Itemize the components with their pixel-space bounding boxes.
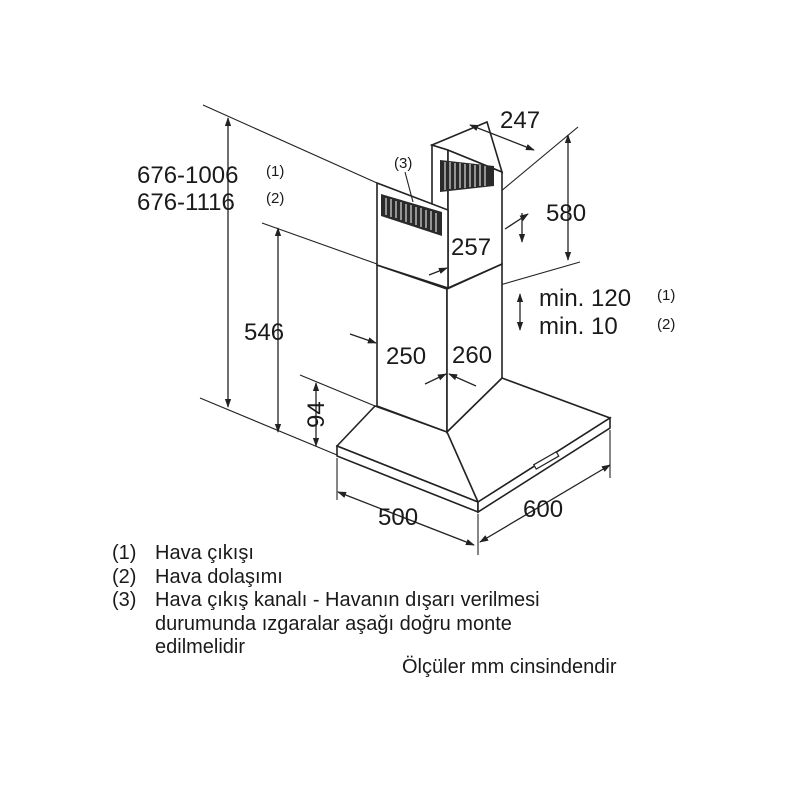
legend-item-3: (3) Hava çıkış kanalı - Havanın dışarı v… (112, 589, 712, 613)
upper-duct-width-arrow (428, 267, 448, 276)
upper-duct-width-label: 257 (451, 234, 491, 261)
units-note: Ölçüler mm cinsindendir (402, 656, 617, 678)
legend-item-3-number: (3) (112, 589, 137, 611)
legend: (1) Hava çıkışı (2) Hava dolaşımı (3) Ha… (112, 542, 712, 660)
grille-side (440, 160, 494, 192)
total-height-ref-2: (2) (266, 190, 284, 207)
ceiling-gap-ref-1: (1) (657, 287, 675, 304)
ceiling-reference-line (202, 104, 378, 184)
lower-duct-width-label: 250 (386, 343, 426, 370)
lower-duct-depth-arrow-left (424, 373, 447, 385)
total-height-label-2: 676-1116 (137, 189, 235, 216)
legend-item-2: (2) Hava dolaşımı (112, 566, 712, 590)
lower-chimney (376, 262, 503, 434)
top-depth-arrow (469, 124, 535, 151)
total-height-label-1: 676-1006 (137, 162, 238, 189)
lower-duct-width-arrow (349, 333, 377, 344)
legend-item-1-number: (1) (112, 542, 137, 564)
callout-3-label: (3) (394, 155, 412, 172)
legend-item-1: (1) Hava çıkışı (112, 542, 712, 566)
hood-depth-label: 500 (378, 504, 418, 531)
upper-duct-bottom-extension-line (261, 222, 378, 265)
legend-item-3-text-line-3: edilmelidir (155, 636, 246, 658)
hood-width-arrow (479, 464, 611, 543)
legend-item-3-text-line-1: Hava çıkış kanalı - Havanın dışarı veril… (155, 589, 540, 611)
canopy-top-reference-line (299, 374, 376, 407)
hood-depth-arrow (337, 491, 475, 546)
upper-duct-height-label: 580 (546, 200, 586, 227)
upper-duct-gap-arrow-b (504, 213, 529, 230)
total-height-ref-1: (1) (266, 163, 284, 180)
legend-item-2-number: (2) (112, 565, 137, 588)
top-depth-label: 247 (500, 107, 540, 134)
right-duct-line (499, 261, 581, 286)
grille-front (381, 194, 442, 236)
callout-3-leader (404, 171, 414, 203)
hood-width-label: 600 (523, 496, 563, 523)
chimney-height-label: 546 (244, 319, 284, 346)
ceiling-gap-ref-2: (2) (657, 316, 675, 333)
legend-item-3-text-line-2: durumunda ızgaralar aşağı doğru monte (155, 612, 512, 635)
ceiling-gap-label-1: min. 120 (539, 285, 631, 312)
ceiling-gap-label-2: min. 10 (539, 313, 618, 340)
lower-duct-depth-label: 260 (452, 342, 492, 369)
legend-item-2-text: Hava dolaşımı (155, 565, 283, 588)
legend-item-1-text: Hava çıkışı (155, 542, 254, 564)
canopy-height-label: 94 (303, 401, 330, 428)
lower-duct-depth-arrow-right (448, 373, 477, 387)
right-ceiling-line (499, 126, 579, 193)
